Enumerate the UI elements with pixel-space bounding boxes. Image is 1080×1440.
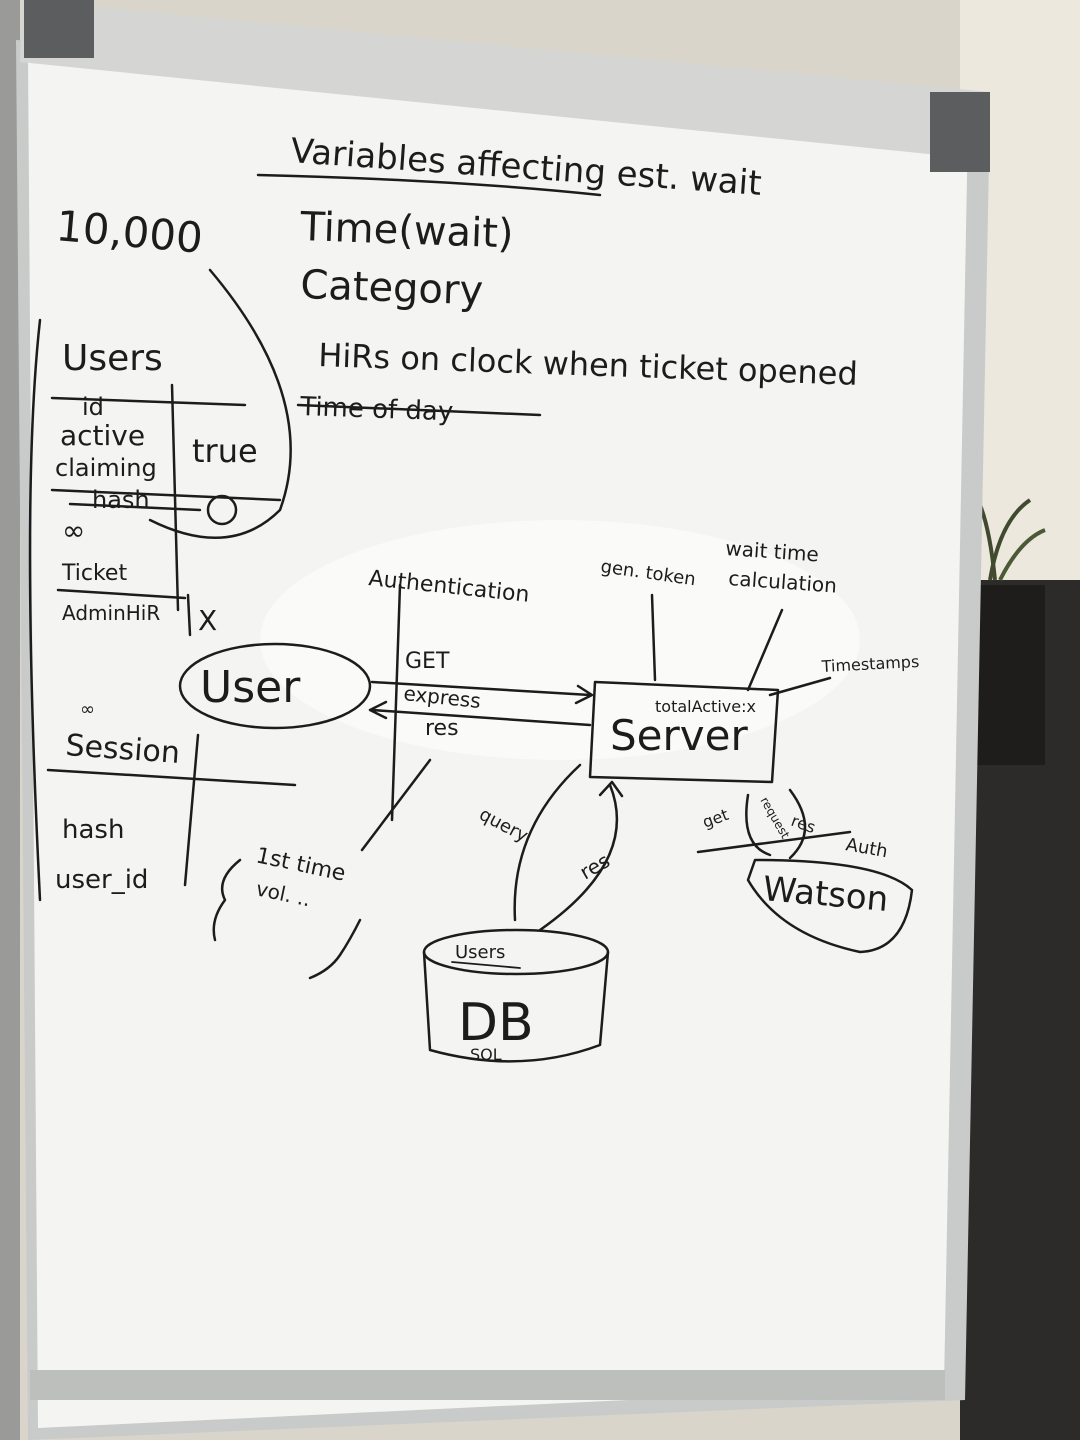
session-row: user_id xyxy=(55,865,148,895)
strikethrough xyxy=(296,403,542,417)
users-row: claiming xyxy=(55,454,157,482)
db-body xyxy=(422,950,610,1063)
request-arrow xyxy=(370,680,592,697)
watson-get-arrow xyxy=(745,793,772,857)
variable-item: Time(wait) xyxy=(299,204,515,257)
db-sql-label: SQL xyxy=(470,1045,502,1064)
server-node xyxy=(588,680,780,784)
session-table: Session hash user_id xyxy=(46,728,297,895)
session-title: Session xyxy=(64,728,181,771)
auth-arrow xyxy=(360,758,432,852)
brace-left xyxy=(28,318,42,902)
total-active-label: totalActive:x xyxy=(655,697,756,716)
gen-token-line xyxy=(650,593,657,682)
users-table: Users id active claiming hash true xyxy=(28,268,292,902)
arrowhead xyxy=(368,700,388,720)
watson-res-arrow xyxy=(788,788,807,860)
table-divider xyxy=(186,593,192,637)
response-arrow xyxy=(370,708,592,727)
brace-close xyxy=(308,918,362,980)
users-row: id xyxy=(82,393,104,421)
users-table-title: Users xyxy=(62,338,163,379)
left-edge xyxy=(0,0,20,1440)
x-mark: X xyxy=(198,604,217,637)
ticket-label: Ticket xyxy=(61,561,127,586)
res-label: res xyxy=(425,716,459,741)
table-line xyxy=(50,396,247,407)
table-divider xyxy=(183,733,200,887)
curve-link xyxy=(148,268,292,540)
get-label: GET xyxy=(405,649,450,674)
rail-cap-left xyxy=(24,0,94,58)
top-rail xyxy=(20,0,990,160)
db-users-underline xyxy=(451,961,521,969)
brace-open xyxy=(212,858,242,942)
variable-item: Category xyxy=(300,262,484,314)
heading-underline xyxy=(256,173,602,197)
session-infinity: ∞ xyxy=(80,699,95,720)
user-node xyxy=(178,642,372,730)
glare xyxy=(260,520,860,760)
users-row: hash xyxy=(92,486,150,514)
session-row: hash xyxy=(62,815,124,845)
watson-strike xyxy=(696,830,852,854)
db-users-label: Users xyxy=(455,942,505,963)
arrowhead xyxy=(574,684,594,705)
rail-cap-right xyxy=(930,92,990,172)
true-value: true xyxy=(192,432,258,470)
arrowhead xyxy=(598,780,624,798)
table-line xyxy=(56,588,187,600)
users-row: active xyxy=(60,419,145,452)
admin-hir-label: AdminHiR xyxy=(62,601,160,625)
db-node: Users DB SQL xyxy=(422,928,610,1064)
query-arrow xyxy=(513,763,582,922)
table-divider xyxy=(170,383,180,612)
table-line xyxy=(46,768,297,787)
table-line xyxy=(50,488,282,502)
null-circle xyxy=(206,494,238,526)
infinity-mark: ∞ xyxy=(62,514,85,547)
auth-line xyxy=(390,583,402,822)
timestamps-line xyxy=(768,676,832,697)
res-arrow xyxy=(538,783,619,932)
hash-strike xyxy=(68,502,202,512)
user-label: User xyxy=(200,662,301,713)
cabinet xyxy=(975,585,1045,765)
watson-node xyxy=(746,858,914,954)
board-tray xyxy=(30,1370,945,1400)
calc-line xyxy=(746,608,784,692)
server-label: Server xyxy=(610,711,748,760)
db-label: DB xyxy=(458,993,534,1053)
